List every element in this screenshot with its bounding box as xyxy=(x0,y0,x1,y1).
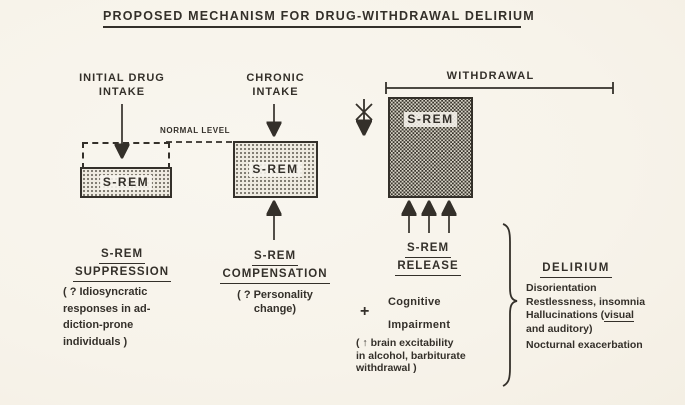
compensation-note-line: ( ? Personality xyxy=(237,289,313,301)
delirium-symptom: Restlessness, insomnia xyxy=(526,295,646,308)
figure-title: PROPOSED MECHANISM FOR DRUG-WITHDRAWAL D… xyxy=(103,9,534,28)
release-heading-line1: S-REM xyxy=(404,240,452,258)
release-note-line: ( ↑ brain excitability xyxy=(356,337,454,349)
suppression-note-line: individuals ) xyxy=(63,335,128,348)
srem-box-chronic: S-REM xyxy=(233,141,318,198)
delirium-symptom: Hallucinations (visual xyxy=(526,309,634,322)
initial-intake-label: INITIAL DRUG INTAKE xyxy=(72,71,172,99)
srem-box-chronic-label: S-REM xyxy=(249,162,302,177)
initial-intake-label-line1: INITIAL DRUG xyxy=(79,72,165,84)
delirium-symptom-underlined: visual xyxy=(604,309,634,322)
normal-level-label: NORMAL LEVEL xyxy=(160,126,231,135)
chronic-intake-label-line1: CHRONIC xyxy=(246,72,305,84)
srem-box-withdrawal-label: S-REM xyxy=(404,112,457,127)
compensation-heading-line1: S-REM xyxy=(251,248,299,266)
delirium-symptom-list: Disorientation Restlessness, insomnia Ha… xyxy=(526,282,681,353)
compensation-note-line: change) xyxy=(253,303,297,315)
release-note: ( ↑ brain excitability in alcohol, barbi… xyxy=(356,337,498,375)
suppression-note-line: ( ? Idiosyncratic xyxy=(63,286,148,298)
suppression-note-line: diction-prone xyxy=(63,319,134,331)
suppression-heading-line1: S-REM xyxy=(98,246,146,264)
srem-box-initial: S-REM xyxy=(80,167,172,198)
compensation-heading-line2: COMPENSATION xyxy=(220,266,330,284)
compensation-heading: S-REM COMPENSATION xyxy=(213,248,337,284)
chronic-intake-label-line2: INTAKE xyxy=(252,86,299,98)
srem-box-initial-label: S-REM xyxy=(99,175,153,190)
initial-intake-label-line2: INTAKE xyxy=(98,86,146,98)
suppression-heading: S-REM SUPPRESSION xyxy=(62,246,182,282)
srem-box-withdrawal: S-REM xyxy=(388,97,473,198)
withdrawal-phase-label: WITHDRAWAL xyxy=(446,70,535,82)
compensation-note: ( ? Personality change) xyxy=(216,288,334,316)
plus-sign: + xyxy=(360,303,370,320)
suppression-heading-line2: SUPPRESSION xyxy=(72,264,172,282)
delirium-symptom: Nocturnal exacerbation xyxy=(526,339,643,351)
chronic-intake-label: CHRONIC INTAKE xyxy=(228,71,323,99)
delirium-symptom: and auditory) xyxy=(526,322,593,335)
cognitive-effect-line1: Cognitive xyxy=(388,296,441,308)
delirium-symptom: Disorientation xyxy=(526,282,597,294)
normal-level-dashed-box xyxy=(82,142,170,169)
delirium-heading-text: DELIRIUM xyxy=(540,260,612,278)
release-note-line: in alcohol, barbiturate xyxy=(356,349,466,362)
delirium-brace xyxy=(502,223,518,387)
release-up-arrows-icon xyxy=(409,203,449,233)
release-heading: S-REM RELEASE xyxy=(375,240,481,276)
release-note-line: withdrawal ) xyxy=(356,362,417,374)
delirium-heading: DELIRIUM xyxy=(532,260,620,278)
blocked-intake-icon xyxy=(355,99,373,133)
suppression-note-line: responses in ad- xyxy=(63,302,151,315)
suppression-note: ( ? Idiosyncratic responses in ad- dicti… xyxy=(63,284,193,350)
cognitive-effect-line2: Impairment xyxy=(388,319,451,331)
release-heading-line2: RELEASE xyxy=(395,258,461,276)
